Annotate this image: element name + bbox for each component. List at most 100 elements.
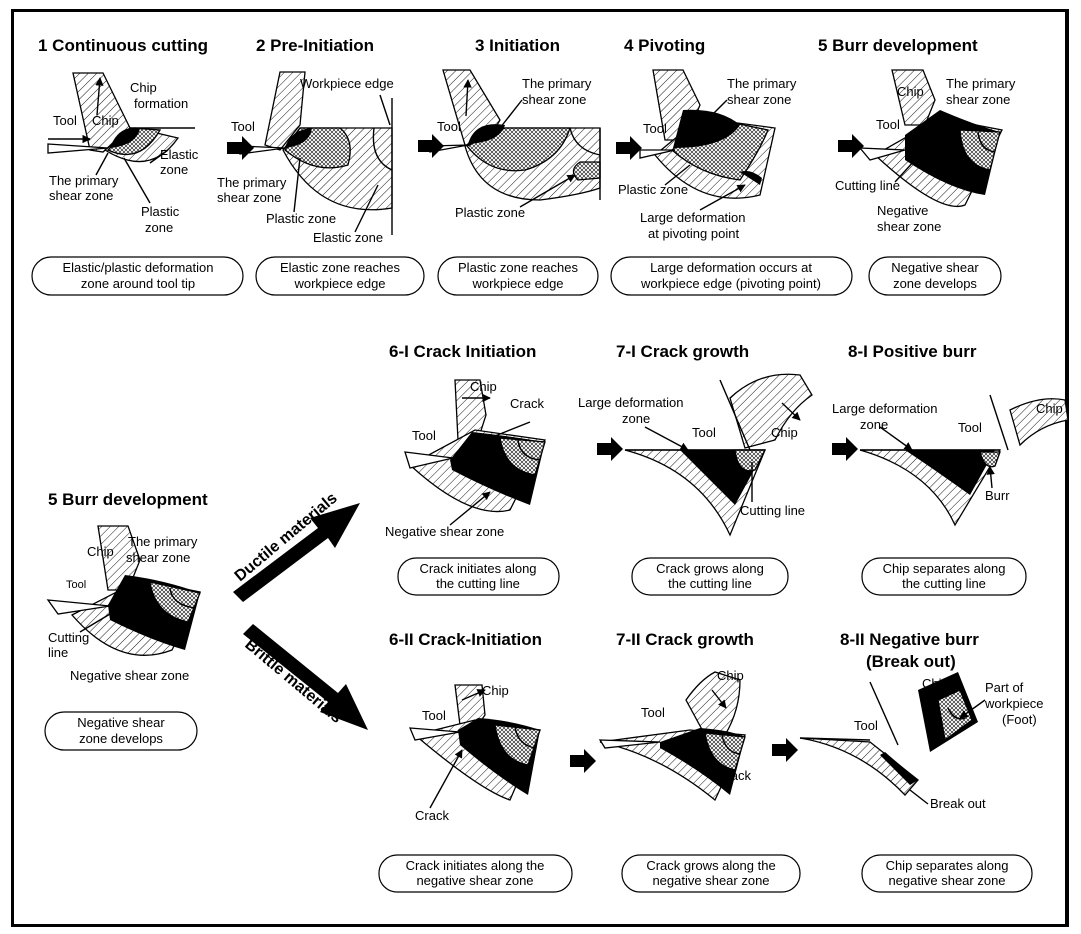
plastic-zone xyxy=(499,437,546,476)
tool-shape xyxy=(404,451,454,469)
zone-boundary xyxy=(721,734,741,755)
label-chip: Chip xyxy=(922,676,949,691)
label-workpiece-edge: Workpiece edge xyxy=(300,76,394,91)
label-crack: Crack xyxy=(415,808,449,823)
leader-line xyxy=(705,751,721,773)
caption-text: the cutting line xyxy=(668,576,752,591)
label-plastic: Plastic xyxy=(141,204,180,219)
primary-shear-zone xyxy=(468,124,505,144)
caption-text: workpiece edge (pivoting point) xyxy=(640,276,821,291)
caption-text: zone develops xyxy=(893,276,977,291)
caption-text: Plastic zone reaches xyxy=(458,260,578,275)
leader-line xyxy=(909,789,929,805)
label-cutting: Cutting xyxy=(48,630,89,645)
label-elastic-zone: Elastic zone xyxy=(313,230,383,245)
label-chip: Chip xyxy=(717,668,744,683)
plastic-zone xyxy=(959,129,1001,171)
label-zone: zone xyxy=(160,162,188,177)
chip-shape xyxy=(685,671,741,736)
label-tool: Tool xyxy=(412,428,436,443)
caption-box xyxy=(44,711,198,751)
label-elastic: Elastic xyxy=(160,147,199,162)
label-chip: Chip xyxy=(470,379,497,394)
label-tool: Tool xyxy=(854,718,878,733)
stage-5-left-drawing: Chip The primary shear zone Tool Cutting… xyxy=(44,525,201,751)
label-chip: Chip xyxy=(771,425,798,440)
stage-8i-drawing: Large deformation zone Tool Chip Burr xyxy=(832,394,1069,527)
stage-arrow-6-7-brittle xyxy=(570,749,596,773)
chip-flow-arrow xyxy=(781,402,801,421)
label-primary: The primary xyxy=(49,173,119,188)
figure-border xyxy=(11,9,1069,927)
plastic-zone xyxy=(465,127,571,172)
branch-arrows: Ductile materials Brittle materials xyxy=(232,490,368,730)
zone-boundary xyxy=(517,439,541,461)
leader-line xyxy=(79,613,111,633)
label-negative-shear-zone: Negative shear zone xyxy=(385,524,504,539)
label-crack: Crack xyxy=(510,396,544,411)
label-shear-zone: shear zone xyxy=(49,188,113,203)
title-burr-development-left: 5 Burr development xyxy=(48,490,208,509)
caption-box xyxy=(437,256,599,296)
chip-shape xyxy=(454,379,487,441)
foot-zone xyxy=(937,689,973,742)
leader-line xyxy=(959,699,986,719)
primary-shear-zone xyxy=(673,109,740,148)
title-break-out: (Break out) xyxy=(866,652,956,671)
bottom-captions: Crack initiates along the negative shear… xyxy=(378,854,1033,893)
label-primary: The primary xyxy=(946,76,1016,91)
leader-line xyxy=(293,157,301,213)
label-negative: Negative xyxy=(877,203,928,218)
label-primary: The primary xyxy=(727,76,797,91)
label-cutting-line: Cutting line xyxy=(740,503,805,518)
label-primary: The primary xyxy=(128,534,198,549)
caption-text: Chip separates along xyxy=(886,858,1009,873)
label-part-of: Part of xyxy=(985,680,1024,695)
label-chip: Chip xyxy=(482,683,509,698)
tool-shape xyxy=(858,147,906,161)
caption-box xyxy=(31,256,244,296)
title-burr-development-top: 5 Burr development xyxy=(818,36,978,55)
label-tool: Tool xyxy=(231,119,255,134)
label-large-deformation: Large deformation xyxy=(832,401,938,416)
label-primary: The primary xyxy=(217,175,287,190)
label-cutting-line: Cutting line xyxy=(835,178,900,193)
caption-text: Negative shear xyxy=(891,260,979,275)
chip-flow-arrow xyxy=(95,77,104,116)
stage-4-drawing: The primary shear zone Tool Plastic zone… xyxy=(616,69,797,241)
title-crack-initiation-brittle: 6-II Crack-Initiation xyxy=(389,630,542,649)
caption-text: workpiece edge xyxy=(293,276,385,291)
chip-shape xyxy=(97,525,141,591)
burr-shape xyxy=(979,451,1001,468)
edge-plastic-pocket xyxy=(572,161,601,181)
title-crack-initiation-ductile: 6-I Crack Initiation xyxy=(389,342,536,361)
leader-line xyxy=(123,157,151,204)
caption-text: zone develops xyxy=(79,731,163,746)
zone-boundary xyxy=(169,587,196,609)
caption-text: negative shear zone xyxy=(888,873,1005,888)
zone-boundary xyxy=(514,726,536,749)
stage-arrow-2-3 xyxy=(418,134,444,158)
label-primary: The primary xyxy=(522,76,592,91)
chip-flow-arrow xyxy=(463,79,472,117)
caption-text: Elastic/plastic deformation xyxy=(62,260,213,275)
chip-shape xyxy=(1009,398,1069,447)
label-chip: Chip xyxy=(897,84,924,99)
caption-box xyxy=(610,256,853,296)
title-negative-burr: 8-II Negative burr xyxy=(840,630,979,649)
label-shear-zone: shear zone xyxy=(522,92,586,107)
leader-line xyxy=(644,426,689,451)
label-tool: Tool xyxy=(422,708,446,723)
caption-text: Crack initiates along the xyxy=(406,858,545,873)
label-shear-zone: shear zone xyxy=(946,92,1010,107)
leader-line xyxy=(711,99,728,116)
leader-line xyxy=(95,152,109,176)
title-crack-growth-ductile: 7-I Crack growth xyxy=(616,342,749,361)
title-positive-burr: 8-I Positive burr xyxy=(848,342,977,361)
tool-face xyxy=(989,394,1009,451)
plastic-zone xyxy=(149,581,201,623)
caption-box xyxy=(861,854,1033,893)
stage-titles: 1 Continuous cutting 2 Pre-Initiation 3 … xyxy=(38,36,979,671)
break-out-zone xyxy=(880,752,918,785)
label-line: line xyxy=(48,645,68,660)
